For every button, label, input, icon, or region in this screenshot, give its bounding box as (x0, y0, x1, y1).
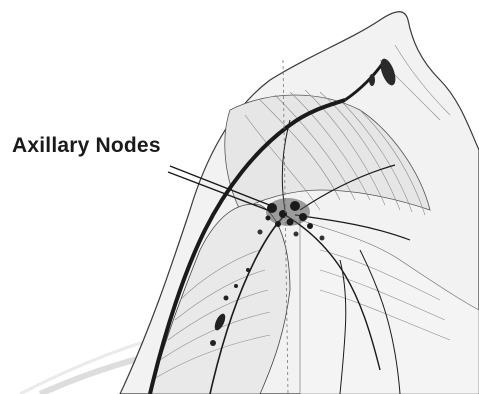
axillary-nodes-label: Axillary Nodes (12, 134, 161, 158)
